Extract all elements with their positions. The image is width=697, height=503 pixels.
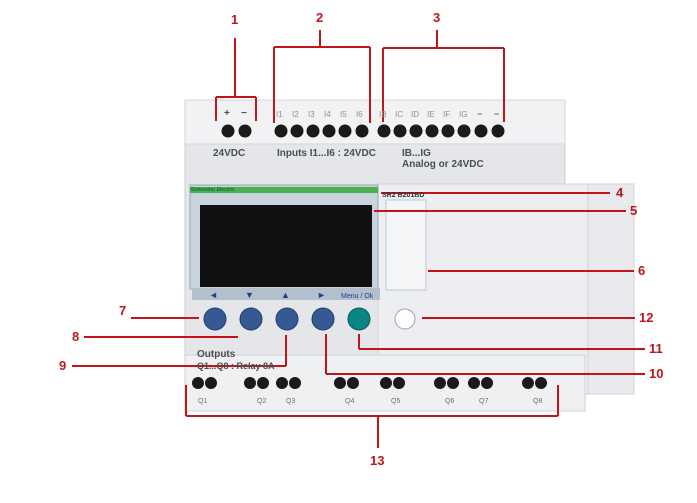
input-label-ie: IE <box>427 110 435 119</box>
output-label-q3: Q3 <box>286 398 295 405</box>
arrow-down-icon: ▼ <box>245 290 254 300</box>
outputs-subtitle: Q1...Q8 : Relay 8A <box>197 361 275 371</box>
input-label-minus-2: − <box>494 109 499 119</box>
output-label-q5: Q5 <box>391 398 400 405</box>
callout-2: 2 <box>316 10 323 25</box>
input-terminals <box>274 124 505 138</box>
input-label-i6: I6 <box>356 110 363 119</box>
brand-label: Schneider Electric <box>191 187 235 193</box>
callout-3: 3 <box>433 10 440 25</box>
memory-slot <box>385 199 427 291</box>
input-label-ib: IB <box>379 110 387 119</box>
output-label-q1: Q1 <box>198 398 207 405</box>
input-label-ic: IC <box>395 110 403 119</box>
arrow-right-icon: ► <box>317 290 326 300</box>
callout-7: 7 <box>119 303 126 318</box>
keypad-strip <box>192 288 380 300</box>
callout-4: 4 <box>616 185 624 200</box>
analog-label-2: Analog or 24VDC <box>402 159 484 170</box>
output-label-q6: Q6 <box>445 398 454 405</box>
callout-lines <box>72 30 645 448</box>
output-label-q8: Q8 <box>533 398 542 405</box>
input-label-i2: I2 <box>292 110 299 119</box>
inputs-label: Inputs I1...I6 : 24VDC <box>277 148 376 159</box>
input-label-i1: I1 <box>276 110 283 119</box>
callout-12: 12 <box>639 310 653 325</box>
power-minus-label: − <box>241 108 247 119</box>
output-label-q4: Q4 <box>345 398 354 405</box>
menu-ok-label: Menu / Ok <box>341 293 374 300</box>
power-terminals <box>221 124 252 138</box>
input-label-i5: I5 <box>340 110 347 119</box>
arrow-up-icon: ▲ <box>281 290 290 300</box>
input-label-i4: I4 <box>324 110 331 119</box>
input-label-ig: IG <box>459 110 467 119</box>
device-labels: + − I1 I2 I3 I4 I5 I6 IB IC ID IE IF IG … <box>191 108 542 405</box>
input-label-if: IF <box>443 110 450 119</box>
arrow-left-icon: ◄ <box>209 290 218 300</box>
callout-13: 13 <box>370 453 384 468</box>
power-plus-label: + <box>224 108 230 119</box>
callout-8: 8 <box>72 329 79 344</box>
lcd-screen <box>200 205 372 287</box>
callout-1: 1 <box>231 12 238 27</box>
model-label: SR2 B201BD <box>382 192 424 199</box>
callout-6: 6 <box>638 263 645 278</box>
output-label-q2: Q2 <box>257 398 266 405</box>
callout-9: 9 <box>59 358 66 373</box>
callout-10: 10 <box>649 366 663 381</box>
keypad-buttons <box>203 307 416 331</box>
display-bezel <box>189 184 379 290</box>
power-label: 24VDC <box>213 148 245 159</box>
shift-button <box>394 308 416 330</box>
input-label-minus-1: − <box>477 109 482 119</box>
analog-label-1: IB...IG <box>402 148 431 159</box>
callout-11: 11 <box>649 341 663 356</box>
output-label-q7: Q7 <box>479 398 488 405</box>
output-terminals <box>192 377 547 389</box>
input-label-i3: I3 <box>308 110 315 119</box>
plc-housing <box>184 99 635 412</box>
callout-numbers: 1 2 3 4 5 6 7 8 9 10 11 12 13 <box>59 10 663 468</box>
outputs-title: Outputs <box>197 349 236 360</box>
callout-5: 5 <box>630 203 637 218</box>
input-label-id: ID <box>411 110 419 119</box>
